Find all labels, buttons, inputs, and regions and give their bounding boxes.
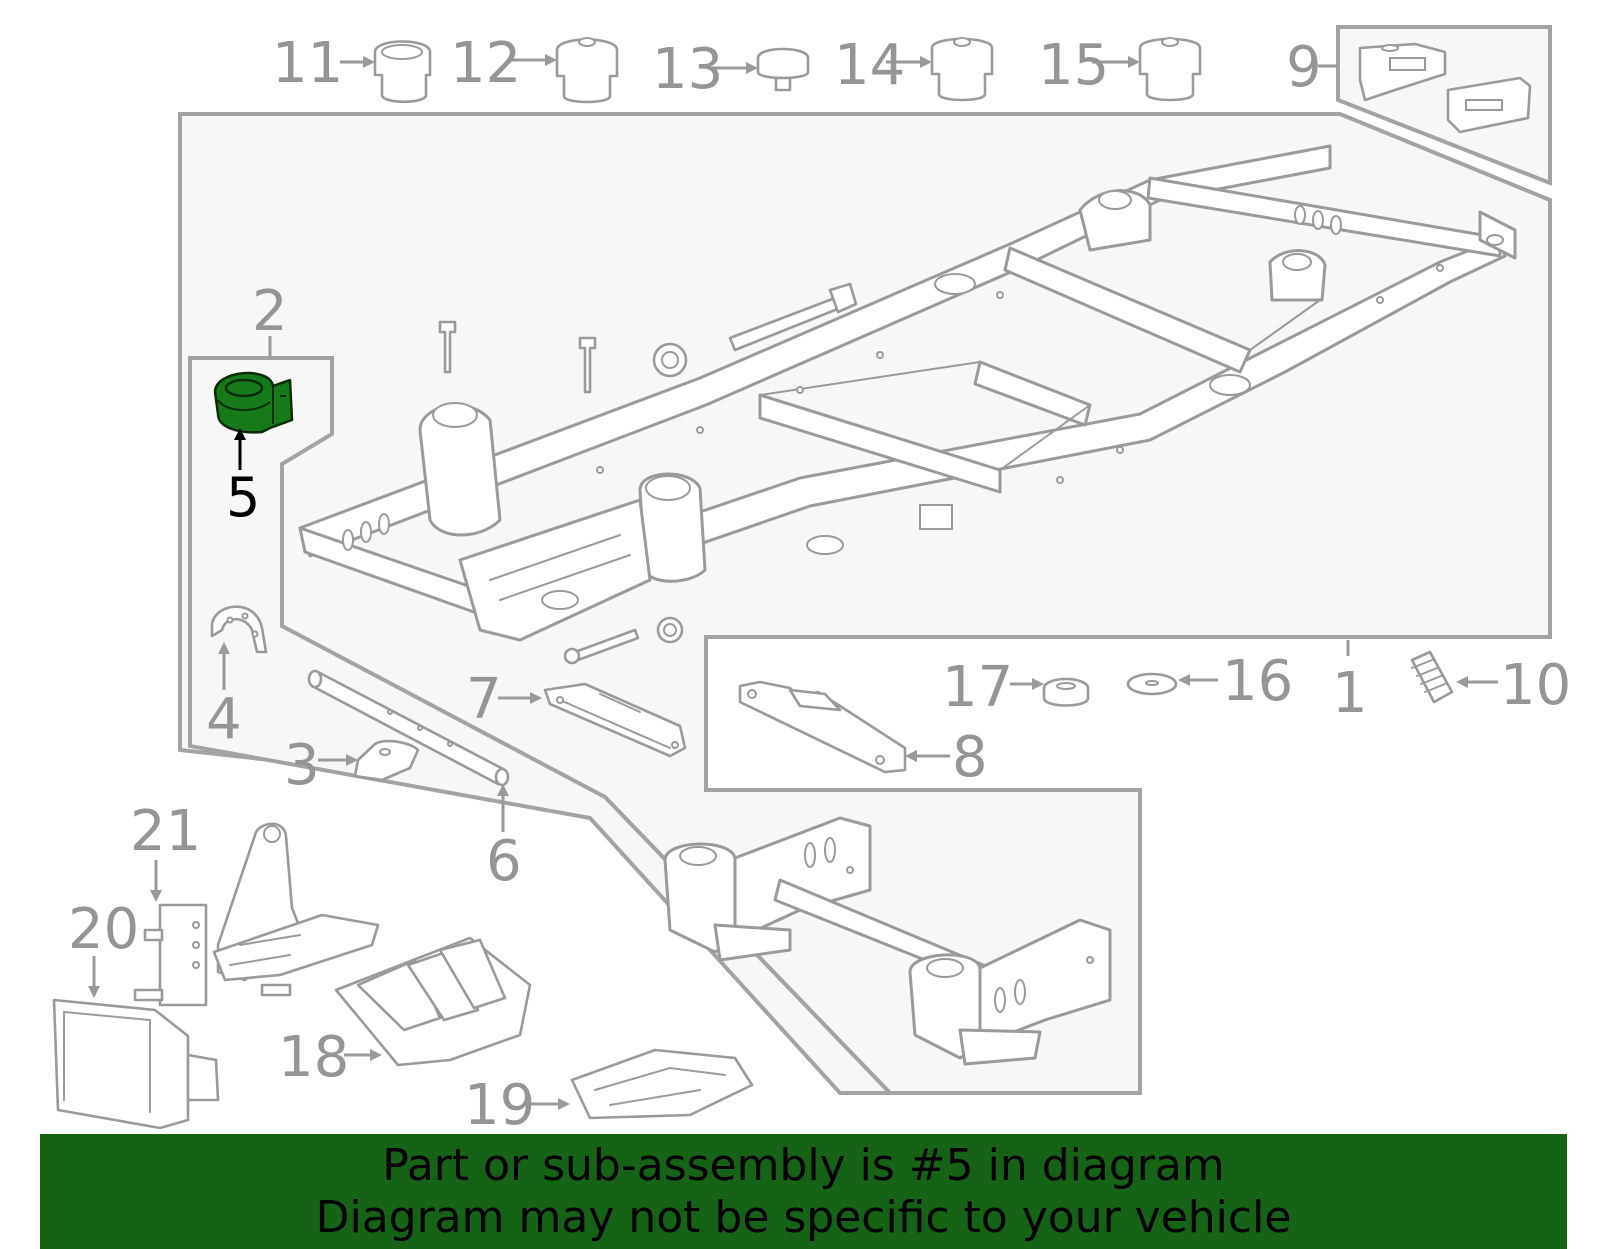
- callout-14: 14: [834, 33, 905, 98]
- callout-21: 21: [130, 799, 201, 864]
- callout-16: 16: [1222, 649, 1293, 714]
- callout-1: 1: [1332, 661, 1368, 726]
- notice-line-2: Diagram may not be specific to your vehi…: [315, 1191, 1292, 1243]
- body-mount-12: [555, 37, 619, 104]
- callout-18: 18: [278, 1025, 349, 1090]
- notice-line-1: Part or sub-assembly is #5 in diagram: [382, 1139, 1225, 1191]
- frame-assembly-group-outline: [178, 112, 1552, 1095]
- body-mount-11: [373, 40, 432, 104]
- leader-lines: [88, 54, 1498, 1110]
- rear-subframe: [663, 816, 1112, 1066]
- callout-6: 6: [486, 829, 522, 894]
- callout-20: 20: [68, 897, 139, 962]
- callout-5[interactable]: 5: [226, 466, 260, 529]
- callout-11: 11: [272, 31, 343, 96]
- callout-numbers: 11 12 13 14 15 9 2 5 4 3 6 7 8 17 16 1 1…: [68, 31, 1571, 1138]
- mount-bracket-9: [1358, 42, 1532, 134]
- spring-10: [1410, 650, 1454, 704]
- callout-8: 8: [952, 725, 988, 790]
- frame-bolts: [438, 282, 858, 665]
- crossmember-8: [738, 680, 907, 774]
- body-mount-14: [930, 37, 994, 102]
- bracket-3: [353, 739, 420, 782]
- callout-9: 9: [1286, 35, 1322, 100]
- module-20: [52, 998, 220, 1130]
- bracket-4: [210, 605, 268, 654]
- body-mount-13: [756, 47, 810, 92]
- crossmember-7: [543, 682, 687, 758]
- frame-assembly: [298, 144, 1517, 642]
- callout-17: 17: [942, 655, 1013, 720]
- callout-13: 13: [652, 37, 723, 102]
- shield-18: [334, 936, 532, 1067]
- highlighted-part-5-body-mount[interactable]: [213, 371, 294, 434]
- callout-4: 4: [206, 687, 242, 752]
- callout-10: 10: [1500, 653, 1571, 718]
- callout-19: 19: [464, 1073, 535, 1138]
- rod-6: [307, 669, 510, 787]
- washer-16: [1126, 672, 1178, 696]
- shield-19: [570, 1048, 754, 1120]
- callout-15: 15: [1038, 33, 1109, 98]
- bracket-21: [133, 822, 380, 1007]
- callout-7: 7: [466, 667, 502, 732]
- washer-17: [1042, 677, 1090, 707]
- body-mount-15: [1138, 37, 1202, 102]
- notice-banner: Part or sub-assembly is #5 in diagram Di…: [40, 1134, 1567, 1249]
- callout-3: 3: [284, 733, 320, 798]
- callout-2: 2: [252, 279, 288, 344]
- callout-12: 12: [450, 31, 521, 96]
